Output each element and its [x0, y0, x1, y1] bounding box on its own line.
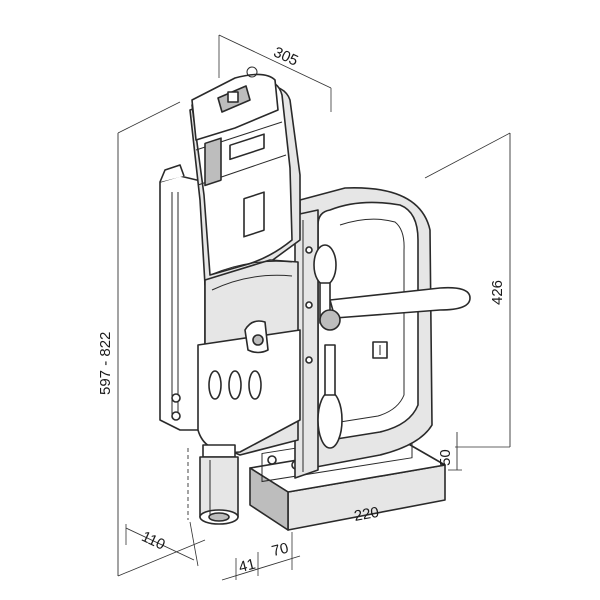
dim-base-length: 220 [353, 504, 381, 525]
magnetic-base [249, 428, 446, 531]
dim-base-height: 50 [437, 449, 454, 466]
gearbox [197, 259, 301, 456]
dim-column-height: 426 [489, 280, 506, 305]
drill-motor [189, 66, 301, 286]
dim-spindle-offset: 41 [237, 556, 257, 577]
dim-base-offset: 70 [270, 540, 290, 561]
dim-top-width: 305 [271, 44, 301, 70]
dim-height-range: 597 - 822 [97, 332, 114, 395]
feed-handles [313, 244, 471, 449]
slide-guard [159, 164, 206, 431]
spindle [199, 444, 239, 525]
dim-front-offset: 110 [139, 528, 168, 554]
